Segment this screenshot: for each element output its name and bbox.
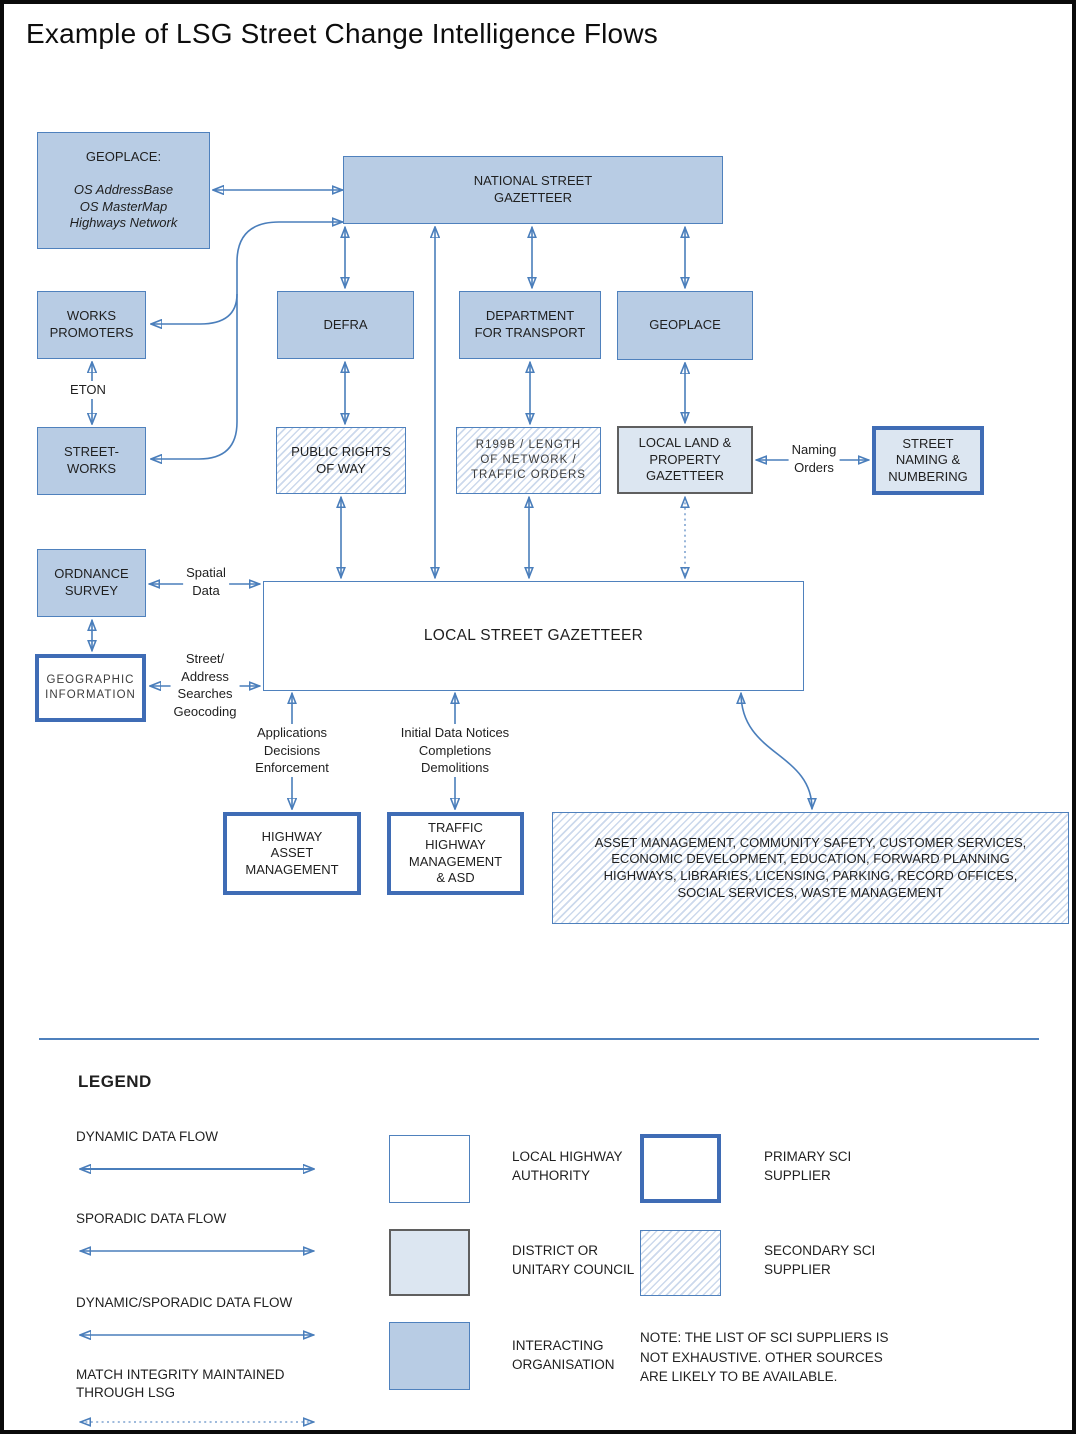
legend-swatch-primary-sci-supplier [640, 1134, 721, 1203]
node-local-street-gazetteer-label: LOCAL STREET GAZETTEER [423, 627, 644, 645]
legend-heading: LEGEND [78, 1072, 152, 1091]
legend-label-match-integrity: MATCH INTEGRITY MAINTAINED THROUGH LSG [76, 1367, 285, 1401]
node-geoplace-label: GEOPLACE [649, 317, 721, 333]
legend-swatch-interacting-organisation [389, 1322, 470, 1390]
edge-label-initial-data-notices: Initial Data Notices Completions Demolit… [397, 724, 513, 777]
node-geoplace-hub-products: OS AddressBase OS MasterMap Highways Net… [69, 182, 178, 231]
legend-label-interacting-organisation: INTERACTING ORGANISATION [512, 1338, 615, 1372]
legend-label-dynamic-flow: DYNAMIC DATA FLOW [76, 1129, 219, 1144]
edge-label-naming-orders: Naming Orders [788, 441, 840, 477]
node-geoplace-hub-title: GEOPLACE: [85, 148, 162, 164]
node-street-works-label: STREET- WORKS [64, 444, 119, 476]
node-local-street-gazetteer: LOCAL STREET GAZETTEER [263, 581, 804, 691]
node-council-services: ASSET MANAGEMENT, COMMUNITY SAFETY, CUST… [552, 812, 1069, 924]
legend-divider [39, 1038, 1039, 1040]
node-geographic-information-label: GEOGRAPHIC INFORMATION [45, 674, 136, 701]
node-traffic-highway-management-label: TRAFFIC HIGHWAY MANAGEMENT & ASD [408, 820, 503, 886]
node-defra: DEFRA [277, 291, 414, 359]
node-public-rights-of-way-label: PUBLIC RIGHTS OF WAY [291, 443, 391, 476]
node-r199b-label: R199B / LENGTH OF NETWORK / TRAFFIC ORDE… [471, 439, 586, 481]
node-highway-asset-management: HIGHWAY ASSET MANAGEMENT [223, 812, 361, 895]
legend-note: NOTE: THE LIST OF SCI SUPPLIERS IS NOT E… [640, 1330, 889, 1385]
page-title: Example of LSG Street Change Intelligenc… [26, 18, 658, 49]
node-local-land-property-gazetteer-label: LOCAL LAND & PROPERTY GAZETTEER [638, 435, 732, 484]
node-public-rights-of-way: PUBLIC RIGHTS OF WAY [276, 427, 406, 494]
legend-label-dynamic-sporadic-flow: DYNAMIC/SPORADIC DATA FLOW [76, 1295, 293, 1310]
node-department-for-transport: DEPARTMENT FOR TRANSPORT [459, 291, 601, 359]
node-ordnance-survey-label: ORDNANCE SURVEY [54, 566, 129, 598]
node-highway-asset-management-label: HIGHWAY ASSET MANAGEMENT [245, 828, 339, 877]
node-street-naming-numbering-label: STREET NAMING & NUMBERING [888, 435, 968, 484]
legend-swatch-district-unitary-council [389, 1229, 470, 1296]
edge-label-street-address-searches: Street/ Address Searches Geocoding [170, 650, 240, 721]
node-department-for-transport-label: DEPARTMENT FOR TRANSPORT [474, 308, 586, 340]
node-works-promoters-label: WORKS PROMOTERS [49, 308, 134, 340]
node-local-land-property-gazetteer: LOCAL LAND & PROPERTY GAZETTEER [617, 426, 753, 494]
node-traffic-highway-management: TRAFFIC HIGHWAY MANAGEMENT & ASD [387, 812, 524, 895]
edge-label-eton: ETON [67, 381, 109, 399]
edge-branch-workspromoters [151, 293, 238, 324]
edge-lsg-services [741, 693, 812, 809]
legend-label-primary-sci-supplier: PRIMARY SCI SUPPLIER [764, 1149, 852, 1183]
legend-label-local-highway-authority: LOCAL HIGHWAY AUTHORITY [512, 1149, 623, 1183]
legend-label-district-unitary-council: DISTRICT OR UNITARY COUNCIL [512, 1243, 635, 1277]
edge-label-applications: Applications Decisions Enforcement [252, 724, 332, 777]
legend-swatch-secondary-sci-supplier [640, 1230, 721, 1296]
node-ordnance-survey: ORDNANCE SURVEY [37, 549, 146, 617]
legend-swatch-local-highway-authority [389, 1135, 470, 1203]
legend-label-sporadic-flow: SPORADIC DATA FLOW [76, 1211, 227, 1226]
node-geoplace-hub: GEOPLACE: OS AddressBase OS MasterMap Hi… [37, 132, 210, 249]
node-defra-label: DEFRA [323, 316, 368, 332]
node-national-street-gazetteer: NATIONAL STREET GAZETTEER [343, 156, 723, 224]
node-street-naming-numbering: STREET NAMING & NUMBERING [872, 426, 984, 495]
legend-label-secondary-sci-supplier: SECONDARY SCI SUPPLIER [764, 1243, 876, 1277]
node-works-promoters: WORKS PROMOTERS [37, 291, 146, 359]
node-r199b: R199B / LENGTH OF NETWORK / TRAFFIC ORDE… [456, 427, 601, 494]
node-council-services-label: ASSET MANAGEMENT, COMMUNITY SAFETY, CUST… [594, 834, 1027, 900]
node-geographic-information: GEOGRAPHIC INFORMATION [35, 654, 146, 722]
edge-label-spatial-data: Spatial Data [183, 564, 229, 600]
node-national-street-gazetteer-label: NATIONAL STREET GAZETTEER [473, 173, 593, 205]
node-geoplace: GEOPLACE [617, 291, 753, 360]
node-street-works: STREET- WORKS [37, 427, 146, 495]
